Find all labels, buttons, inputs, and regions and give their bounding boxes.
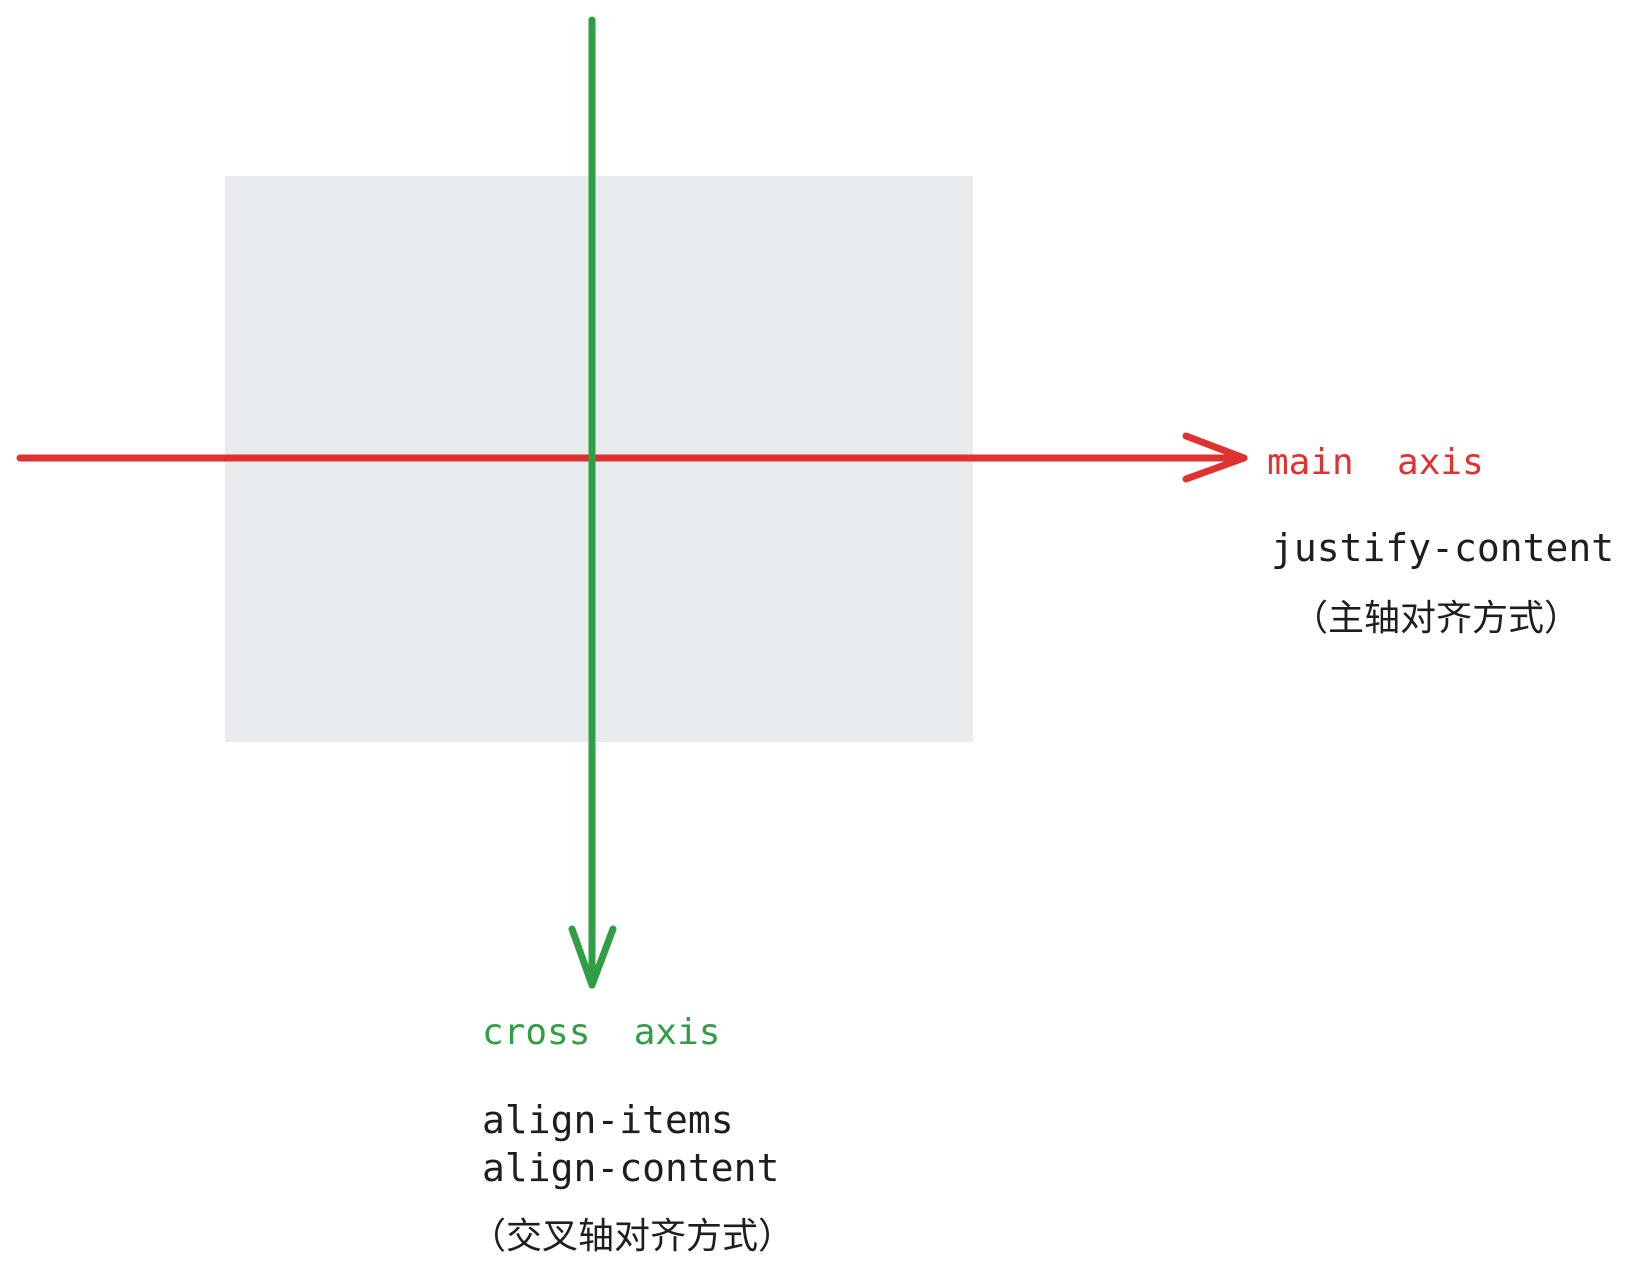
cross-axis-arrowhead	[568, 925, 617, 989]
justify-content-label: justify-content	[1271, 526, 1614, 570]
main-axis-arrow	[16, 432, 1248, 483]
main-axis-note: （主轴对齐方式）	[1292, 598, 1580, 639]
main-axis-arrowhead	[1182, 432, 1248, 483]
align-items-label: align-items	[482, 1098, 734, 1142]
main-axis-label: main axis	[1267, 442, 1484, 483]
cross-axis-note: （交叉轴对齐方式）	[470, 1216, 794, 1257]
align-content-label: align-content	[482, 1146, 779, 1190]
cross-axis-label: cross axis	[482, 1012, 720, 1053]
cross-axis-arrow	[568, 16, 617, 989]
